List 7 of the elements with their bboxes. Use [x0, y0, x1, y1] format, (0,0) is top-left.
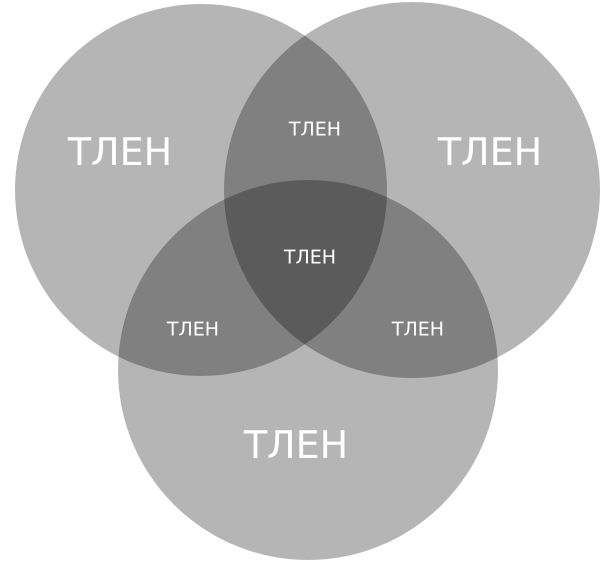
- circle-label: ТЛЕН: [244, 426, 348, 464]
- overlap-label: ТЛЕН: [284, 248, 336, 268]
- overlap-label: ТЛЕН: [288, 120, 342, 140]
- circle-label: ТЛЕН: [438, 133, 542, 171]
- overlap-label: ТЛЕН: [166, 320, 220, 340]
- circle-label: ТЛЕН: [68, 133, 172, 171]
- overlap-label: ТЛЕН: [392, 320, 444, 340]
